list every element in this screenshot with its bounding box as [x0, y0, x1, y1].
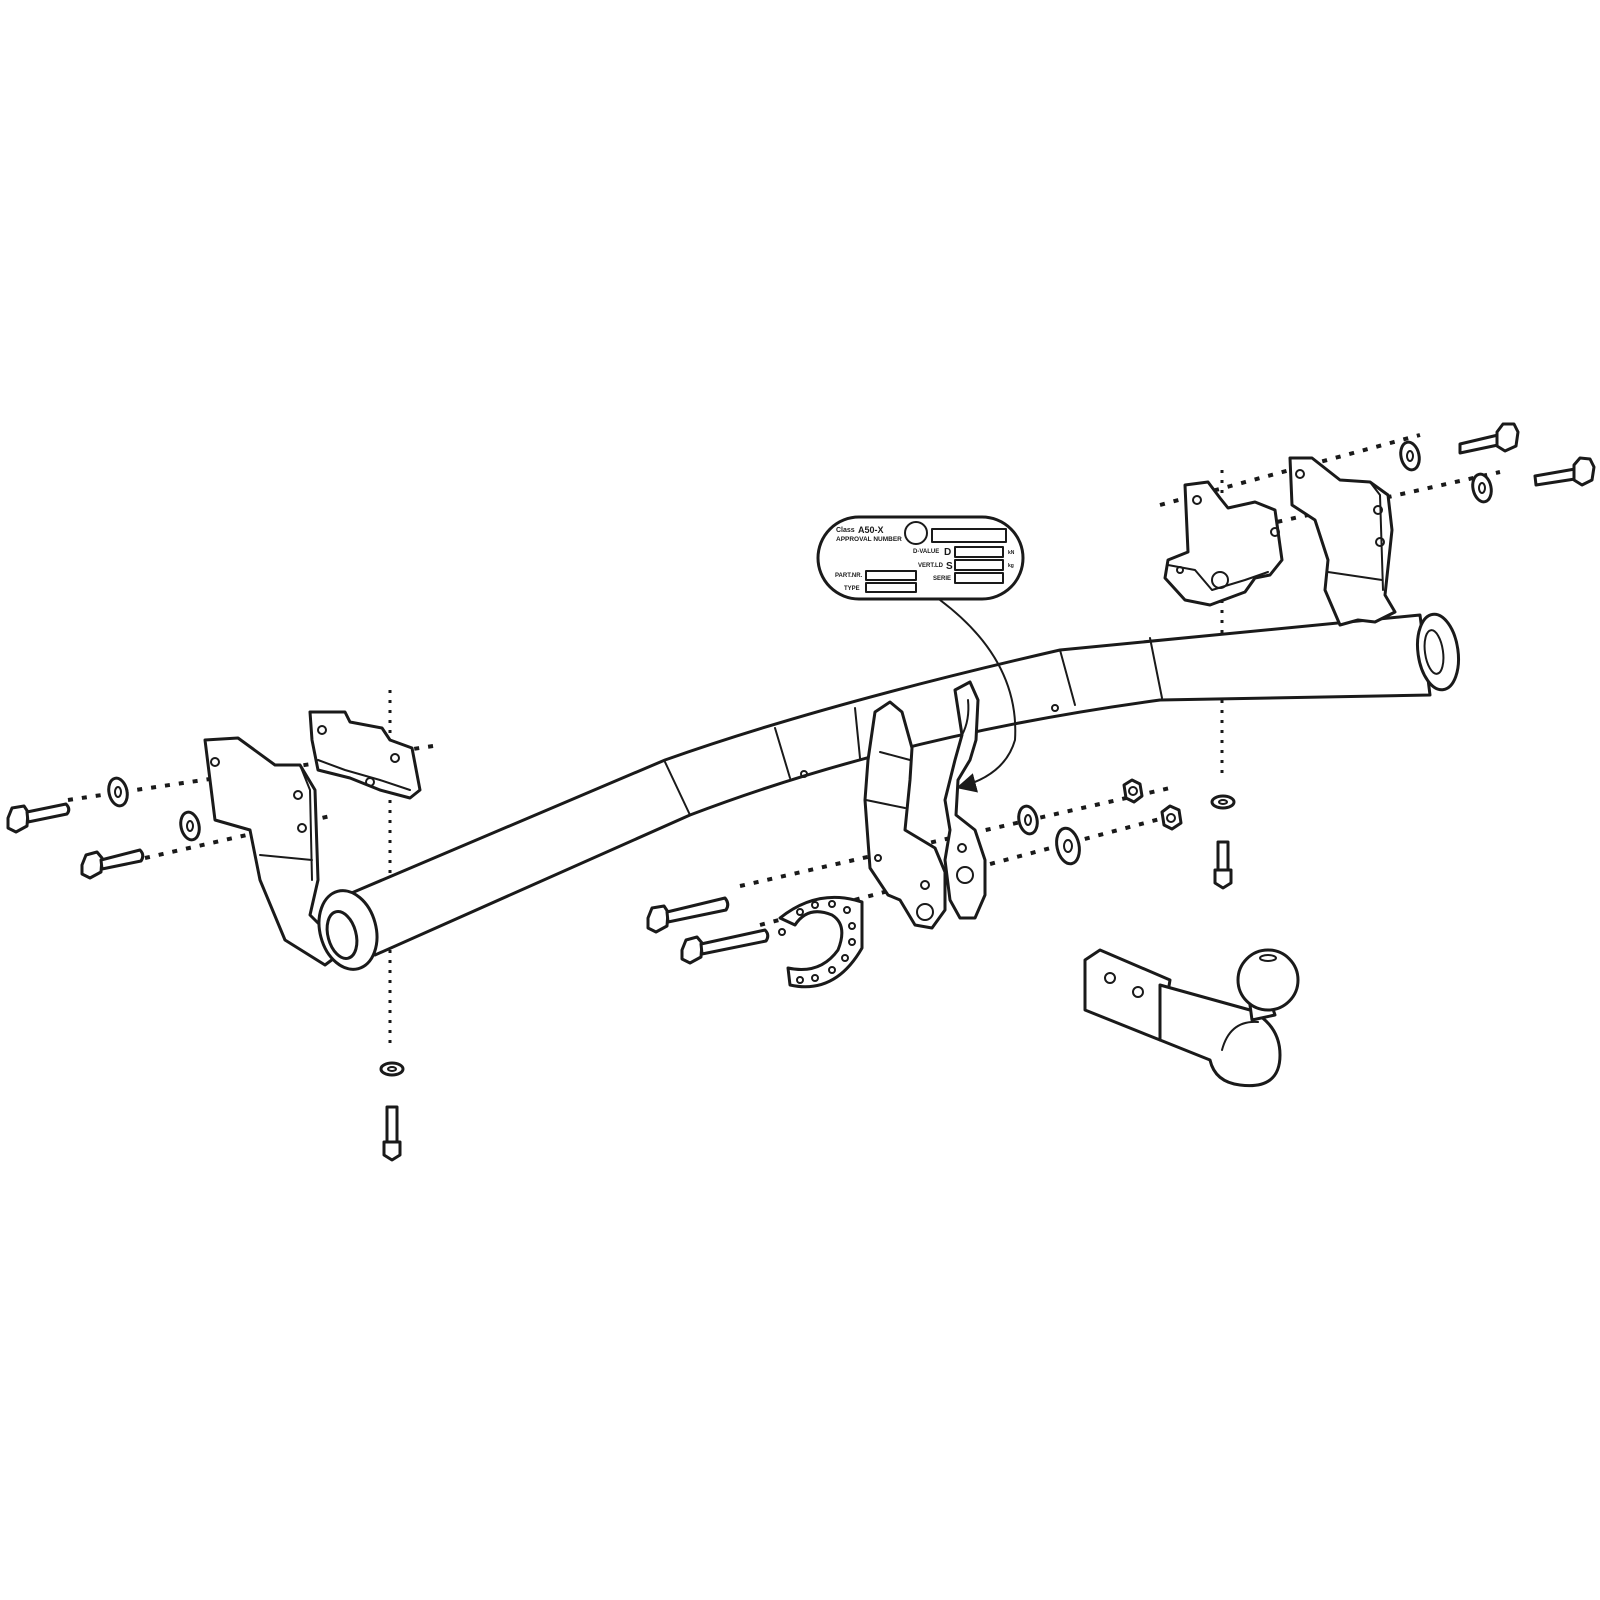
center-washer-1	[1017, 804, 1039, 836]
plate-dvalue-box	[954, 546, 1004, 558]
right-lower-washer	[1471, 472, 1493, 504]
left-lower-bolt	[80, 848, 145, 880]
socket-upper-bolt	[646, 896, 730, 934]
right-lower-bolt	[1533, 456, 1596, 487]
left-reinforcement-plate	[308, 710, 422, 800]
plate-leader-arrow	[939, 599, 1017, 793]
left-tube-end	[317, 889, 379, 971]
center-nut-2	[1160, 804, 1183, 831]
tow-ball	[1236, 948, 1300, 1012]
plate-dvalue-unit: kN	[1008, 550, 1015, 556]
left-bottom-washer	[379, 1061, 405, 1077]
plate-class-value: A50-X	[858, 525, 884, 535]
plate-partnr-box	[865, 570, 917, 581]
center-washer-2	[1055, 826, 1081, 866]
left-upper-washer	[107, 776, 129, 808]
center-coupling-bracket-right	[943, 680, 987, 920]
right-side-bracket	[1288, 456, 1397, 627]
plate-vertld-unit: kg	[1008, 563, 1014, 569]
plate-vertld-box	[954, 559, 1004, 571]
plate-serie-label: SERIE	[933, 576, 951, 582]
plate-type-label: TYPE	[844, 586, 860, 592]
plate-dvalue-label: D-VALUE	[913, 549, 939, 555]
left-upper-bolt	[6, 802, 71, 834]
socket-plate	[778, 895, 864, 989]
plate-dvalue-letter: D	[944, 547, 951, 558]
right-reinforcement-plate	[1163, 480, 1284, 607]
right-bottom-washer	[1210, 794, 1236, 810]
right-upper-washer	[1399, 440, 1421, 472]
right-tube-end	[1416, 612, 1460, 692]
crossbar-tube	[333, 613, 1432, 957]
ball-neck	[1083, 948, 1282, 1088]
plate-partnr-label: PART.NR.	[835, 573, 863, 579]
right-upper-bolt	[1458, 422, 1520, 455]
center-nut-1	[1122, 778, 1144, 804]
left-bottom-bolt	[382, 1105, 402, 1162]
center-coupling-bracket-left	[863, 700, 947, 930]
plate-approval-label: APPROVAL NUMBER	[836, 536, 902, 543]
plate-serie-box	[954, 572, 1004, 584]
left-lower-washer	[179, 810, 201, 842]
plate-approval-box	[931, 528, 1007, 543]
plate-class-label: Class	[836, 527, 855, 534]
socket-lower-bolt	[680, 928, 770, 965]
plate-type-box	[865, 582, 917, 593]
identification-plate: Class A50-X APPROVAL NUMBER D-VALUE D kN…	[816, 515, 1025, 601]
plate-vertld-label: VERT.LD	[918, 563, 944, 569]
right-bottom-bolt	[1213, 840, 1233, 890]
plate-stamp-circle	[904, 521, 928, 545]
plate-vertld-letter: S	[946, 561, 953, 572]
